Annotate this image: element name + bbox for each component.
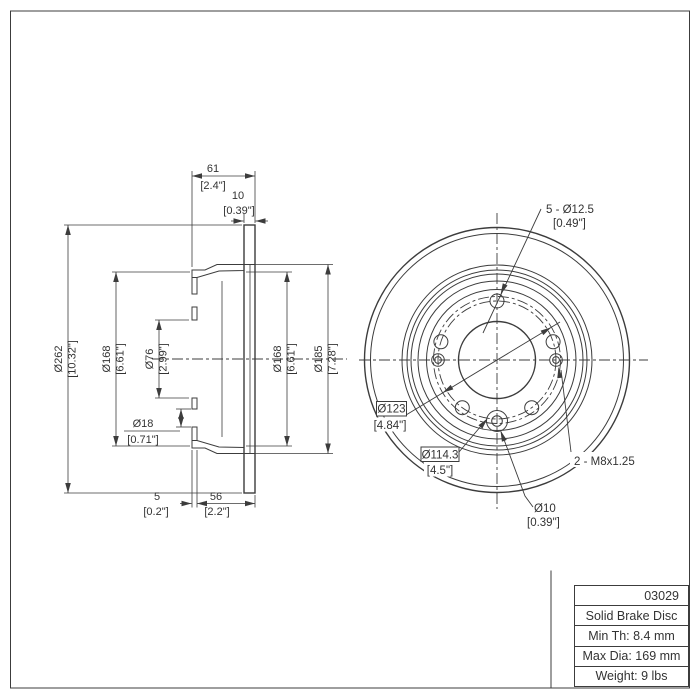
- lug-hole-lower-left: [454, 400, 470, 416]
- lug-hole-upper-left: [433, 334, 449, 350]
- dim-flange-thickness-inch: [0.2"]: [143, 506, 168, 518]
- thread-holes: [431, 353, 563, 367]
- dim-hat-dia-left-inch: [6.61"]: [115, 343, 127, 374]
- label-pilot-hole-mm: Ø10: [534, 503, 556, 515]
- section-view: 61 [2.4"] 10 [0.39"] Ø262 [10.32"] Ø168 …: [53, 163, 347, 518]
- dim-disc-thickness-mm: 10: [232, 190, 244, 202]
- dimension-lines: [65, 173, 331, 507]
- dim-inner-dia-mm: Ø185: [313, 346, 325, 373]
- dim-flange-thickness-mm: 5: [154, 491, 160, 503]
- pilot-hole: [486, 410, 508, 432]
- dim-width-total-mm: 61: [207, 163, 219, 175]
- dim-hat-depth-inch: [2.2"]: [204, 506, 229, 518]
- dim-hat-dia-left-mm: Ø168: [101, 346, 113, 373]
- title-block-weight: Weight: 9 lbs: [575, 665, 688, 686]
- bolt-circle: [437, 300, 557, 420]
- hat-section: [191, 264, 245, 454]
- dimension-labels: 61 [2.4"] 10 [0.39"] Ø262 [10.32"] Ø168 …: [53, 163, 339, 518]
- disc-circles: [363, 226, 631, 494]
- dim-hat-depth-mm: 56: [210, 491, 222, 503]
- dim-hat-dia-right-mm: Ø168: [272, 346, 284, 373]
- dim-center-bore-inch: [2.99"]: [158, 343, 170, 374]
- title-block-min-thickness: Min Th: 8.4 mm: [575, 625, 688, 645]
- label-thread-holes: 2 - M8x1.25: [574, 456, 635, 468]
- title-block: 03029 Solid Brake Disc Min Th: 8.4 mm Ma…: [574, 585, 689, 687]
- extension-lines: [64, 171, 333, 508]
- dim-outer-dia-mm: Ø262: [53, 346, 65, 373]
- lug-hole-upper-right: [545, 334, 561, 350]
- lug-holes: [433, 293, 561, 416]
- dim-center-bore-mm: Ø76: [144, 349, 156, 370]
- title-block-part-number: 03029: [644, 588, 679, 603]
- label-lug-holes-mm: 5 - Ø12.5: [546, 204, 594, 216]
- dim-outer-dia-inch: [10.32"]: [67, 340, 79, 378]
- label-flange-circle-inch: [4.84"]: [374, 420, 407, 432]
- title-block-max-diameter: Max Dia: 169 mm: [575, 645, 688, 666]
- front-view: 5 - Ø12.5 [0.49"] Ø123 [4.84"] Ø114.3 [4…: [359, 204, 658, 529]
- lug-hole-top: [489, 293, 505, 309]
- dim-width-total-inch: [2.4"]: [200, 180, 225, 192]
- flange-circle: [433, 296, 561, 424]
- drawing-frame: [10, 10, 690, 689]
- label-bolt-circle-mm: Ø114.3: [422, 450, 459, 462]
- dim-inner-dia-inch: [7.28"]: [327, 343, 339, 374]
- label-flange-circle-mm: Ø123: [377, 404, 405, 416]
- dim-disc-thickness-inch: [0.39"]: [223, 205, 254, 217]
- dim-lug-hole-inch: [0.71"]: [127, 434, 158, 446]
- label-bolt-circle-inch: [4.5"]: [427, 465, 453, 477]
- dim-hat-dia-right-inch: [6.61"]: [286, 343, 298, 374]
- dim-lug-hole-mm: Ø18: [133, 418, 154, 430]
- label-pilot-hole-inch: [0.39"]: [527, 517, 560, 529]
- lug-hole-lower-right: [524, 400, 540, 416]
- title-block-description: Solid Brake Disc: [575, 605, 688, 625]
- callouts: 5 - Ø12.5 [0.49"] Ø123 [4.84"] Ø114.3 [4…: [368, 204, 658, 529]
- label-lug-holes-inch: [0.49"]: [553, 218, 586, 230]
